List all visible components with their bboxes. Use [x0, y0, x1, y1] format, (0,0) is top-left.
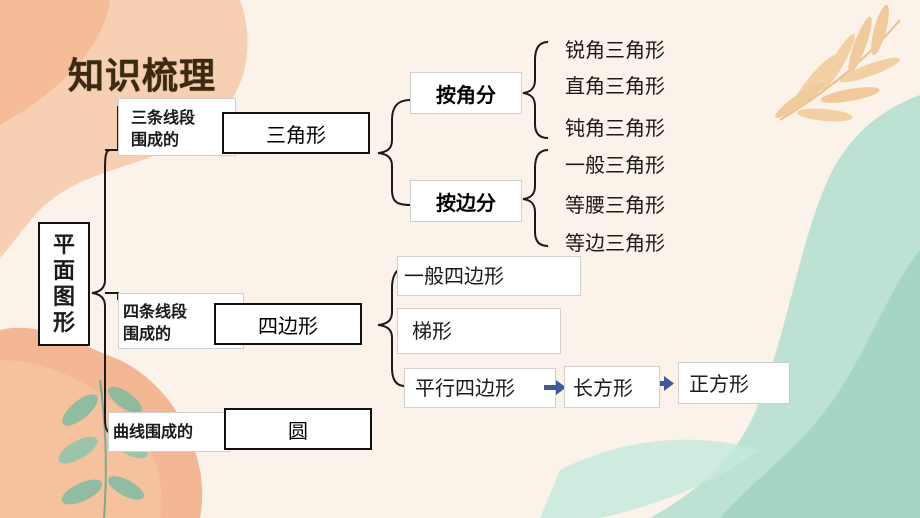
triangle-type-acute: 锐角三角形	[565, 38, 665, 62]
chain-box-rectangle: 长方形	[564, 366, 660, 408]
method-label-by-side: 按边分	[436, 190, 496, 215]
condition-box-triangle: 三条线段 围成的	[118, 98, 236, 156]
shape-box-quadrilateral: 四边形	[214, 303, 362, 345]
shape-label-circle: 圆	[288, 418, 308, 443]
chain-square: 正方形	[689, 372, 749, 396]
method-box-by-angle: 按角分	[410, 72, 522, 114]
arrow-right-icon	[544, 380, 566, 395]
condition-label-circle: 曲线围成的	[113, 422, 194, 441]
triangle-type-equilateral: 等边三角形	[565, 231, 665, 255]
condition-label-triangle: 三条线段 围成的	[131, 108, 196, 149]
method-box-by-side: 按边分	[410, 180, 522, 222]
quad-type-general: 一般四边形	[404, 264, 504, 288]
quad-type-trapezoid: 梯形	[412, 319, 452, 343]
chain-rectangle: 长方形	[573, 376, 633, 400]
shape-box-circle: 圆	[224, 408, 372, 450]
palm-leaf-icon	[775, 4, 901, 122]
triangle-type-isosceles: 等腰三角形	[565, 193, 665, 217]
quad-type-parallelogram: 平行四边形	[415, 376, 515, 400]
quad-type-box-general: 一般四边形	[397, 256, 581, 296]
method-label-by-angle: 按角分	[436, 82, 496, 107]
triangle-type-scalene: 一般三角形	[565, 153, 665, 177]
condition-label-quadrilateral: 四条线段 围成的	[123, 302, 188, 343]
page-title: 知识梳理	[68, 55, 217, 97]
root-label: 平面图形	[52, 232, 75, 336]
shape-label-quadrilateral: 四边形	[258, 313, 318, 338]
triangle-type-right: 直角三角形	[565, 74, 665, 98]
shape-box-triangle: 三角形	[222, 112, 370, 154]
chain-box-square: 正方形	[678, 362, 790, 404]
triangle-type-obtuse: 钝角三角形	[565, 116, 665, 140]
shape-label-triangle: 三角形	[266, 122, 326, 147]
quad-type-box-parallelogram: 平行四边形	[404, 368, 556, 408]
condition-box-circle: 曲线围成的	[108, 412, 230, 452]
root-box: 平面图形	[38, 222, 90, 346]
quad-type-box-trapezoid: 梯形	[397, 308, 561, 354]
arrow-right-icon	[654, 376, 674, 391]
